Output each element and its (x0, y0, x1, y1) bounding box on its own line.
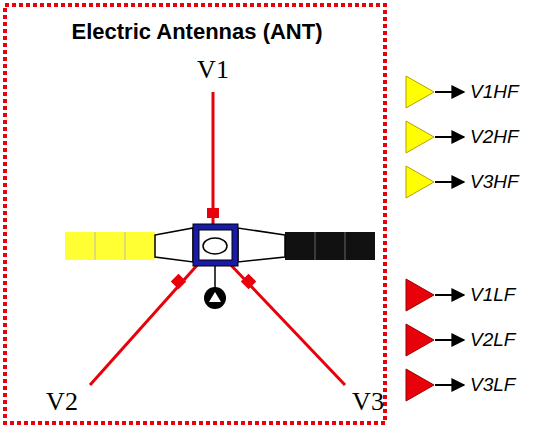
hf-amplifiers (406, 76, 434, 198)
spacecraft-body (193, 224, 238, 290)
antenna-name: V1 (197, 55, 229, 85)
output-arrows (435, 92, 464, 385)
signal-name: V3HF (470, 171, 519, 193)
signal-name: V1LF (470, 284, 515, 306)
sensor-disc (204, 287, 226, 309)
diagram-title: Electric Antennas (ANT) (71, 19, 322, 45)
antenna-name: V3 (352, 387, 384, 417)
antenna-name: V2 (46, 387, 78, 417)
signal-name: V2HF (470, 126, 519, 148)
solar-array-left (65, 228, 193, 262)
signal-name: V3LF (470, 374, 515, 396)
lf-amplifiers (406, 279, 434, 401)
signal-name: V1HF (470, 81, 519, 103)
frame-border (5, 5, 385, 423)
signal-name: V2LF (470, 329, 515, 351)
solar-array-right (238, 228, 375, 262)
